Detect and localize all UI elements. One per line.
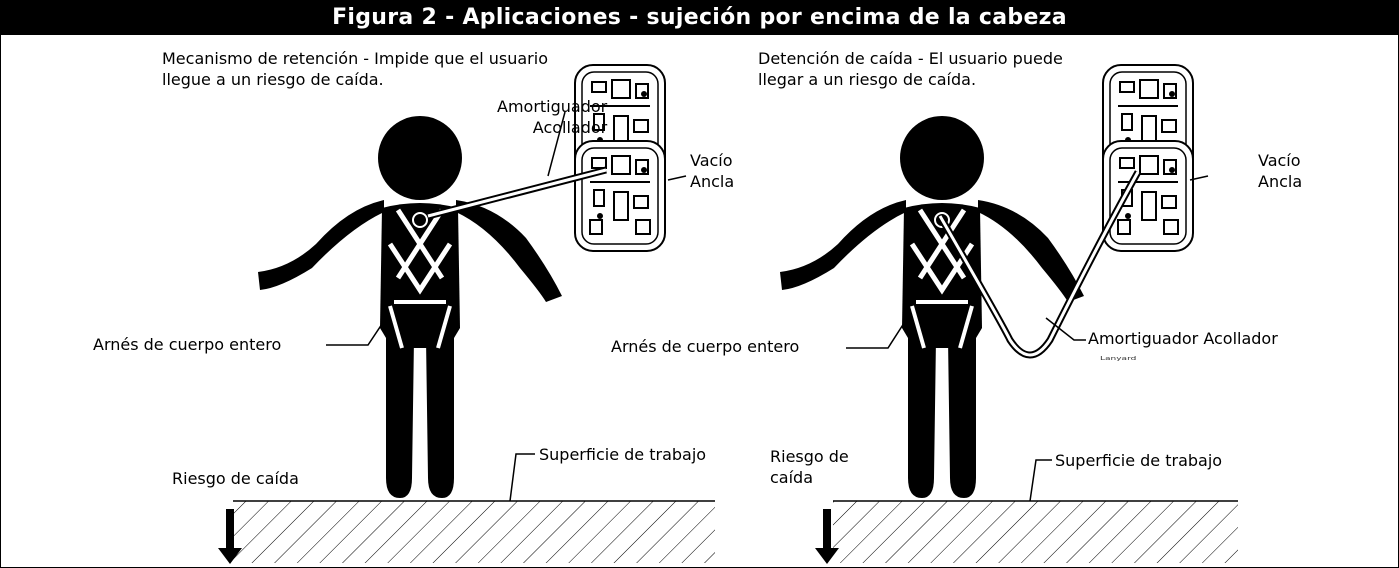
left-anchor-label: Vacío Ancla (690, 151, 735, 191)
right-lanyard-ghost-label: Lanyard (1100, 356, 1137, 362)
right-fall-hazard-label: Riesgo de caída (770, 447, 849, 487)
left-lanyard-label: Amortiguador Acollador (497, 97, 608, 137)
left-worker-silhouette (258, 116, 562, 498)
right-work-surface (833, 501, 1238, 563)
right-surface-label: Superficie de trabajo (1055, 451, 1223, 470)
left-fall-hazard-label: Riesgo de caída (172, 469, 299, 488)
left-heading: Mecanismo de retención - Impide que el u… (162, 49, 548, 89)
left-work-surface (233, 501, 715, 563)
left-surface-label: Superficie de trabajo (539, 445, 707, 464)
left-anchor-plate (574, 64, 666, 252)
right-scene (780, 64, 1238, 564)
right-heading: Detención de caída - El usuario puede ll… (758, 49, 1063, 89)
left-harness-label: Arnés de cuerpo entero (93, 335, 282, 354)
right-anchor-label: Vacío Ancla (1258, 151, 1303, 191)
right-worker-silhouette (780, 116, 1084, 498)
right-anchor-plate (1102, 64, 1194, 252)
left-scene (218, 64, 715, 564)
right-harness-label: Arnés de cuerpo entero (611, 337, 800, 356)
right-lanyard-label: Amortiguador Acollador (1088, 329, 1278, 348)
figure-title: Figura 2 - Aplicaciones - sujeción por e… (0, 0, 1399, 35)
left-arrow-down-icon (218, 509, 242, 564)
right-arrow-down-icon (815, 509, 839, 564)
